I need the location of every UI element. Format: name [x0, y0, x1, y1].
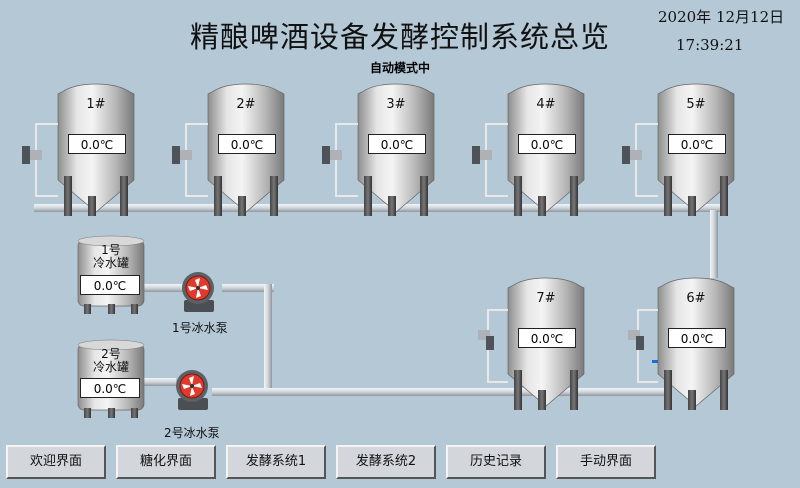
cold-tank-1-label-line2: 冷水罐	[92, 256, 129, 270]
fermenter-2-label: 2#	[236, 97, 256, 112]
pipe-pump1-out	[222, 284, 274, 292]
fermenter-2-temp: 0.0℃	[218, 134, 276, 154]
fermenter-6-temp: 0.0℃	[668, 328, 726, 348]
fermenter-7-label: 7#	[536, 291, 556, 306]
mode-status: 自动模式中	[369, 61, 430, 75]
fermenter-3-temp: 0.0℃	[368, 134, 426, 154]
cold-tank-2-label-line2: 冷水罐	[92, 360, 129, 374]
fermenter-3-label: 3#	[386, 97, 406, 112]
cold-tank-2-temp: 0.0℃	[80, 378, 140, 398]
fermenter-4-label: 4#	[536, 97, 556, 112]
date-display: 2020年 12月12日	[658, 8, 785, 26]
fermenter-6-label: 6#	[686, 291, 706, 306]
pipe-top-header	[34, 204, 724, 212]
cold-tank-2-label: 2号 冷水罐	[82, 348, 140, 374]
cold-tank-1-label-line1: 1号	[101, 243, 121, 257]
pipe-tank2-to-pump2	[140, 378, 176, 386]
pump-2-label: 2号冰水泵	[164, 426, 220, 440]
fermenter-7-temp: 0.0℃	[518, 328, 576, 348]
nav-manual-button[interactable]: 手动界面	[556, 445, 656, 479]
fermenter-1-temp: 0.0℃	[68, 134, 126, 154]
cold-tank-1-temp: 0.0℃	[80, 275, 140, 295]
page-title: 精酿啤酒设备发酵控制系统总览	[189, 20, 610, 54]
pipe-pump2-out	[212, 388, 672, 396]
nav-mashing-button[interactable]: 糖化界面	[116, 445, 216, 479]
nav-history-button[interactable]: 历史记录	[446, 445, 546, 479]
pipe-tank1-to-pump1	[140, 284, 186, 292]
nav-fermentation-1-button[interactable]: 发酵系统1	[226, 445, 326, 479]
pump-1-label: 1号冰水泵	[172, 321, 228, 335]
fermenter-1-label: 1#	[86, 97, 106, 112]
fermenter-4	[472, 83, 585, 216]
pump-1-icon[interactable]	[182, 272, 214, 312]
time-display: 17:39:21	[676, 36, 744, 54]
nav-welcome-button[interactable]: 欢迎界面	[6, 445, 106, 479]
fermenter-5-label: 5#	[686, 97, 706, 112]
pipe-loop-vertical	[264, 284, 272, 394]
cold-tank-2-label-line1: 2号	[101, 347, 121, 361]
cold-tank-1-label: 1号 冷水罐	[82, 244, 140, 270]
pump-2-icon[interactable]	[176, 370, 208, 410]
nav-fermentation-2-button[interactable]: 发酵系统2	[336, 445, 436, 479]
fermenter-4-temp: 0.0℃	[518, 134, 576, 154]
pipe-right-riser	[710, 210, 718, 278]
fermenter-5-temp: 0.0℃	[668, 134, 726, 154]
